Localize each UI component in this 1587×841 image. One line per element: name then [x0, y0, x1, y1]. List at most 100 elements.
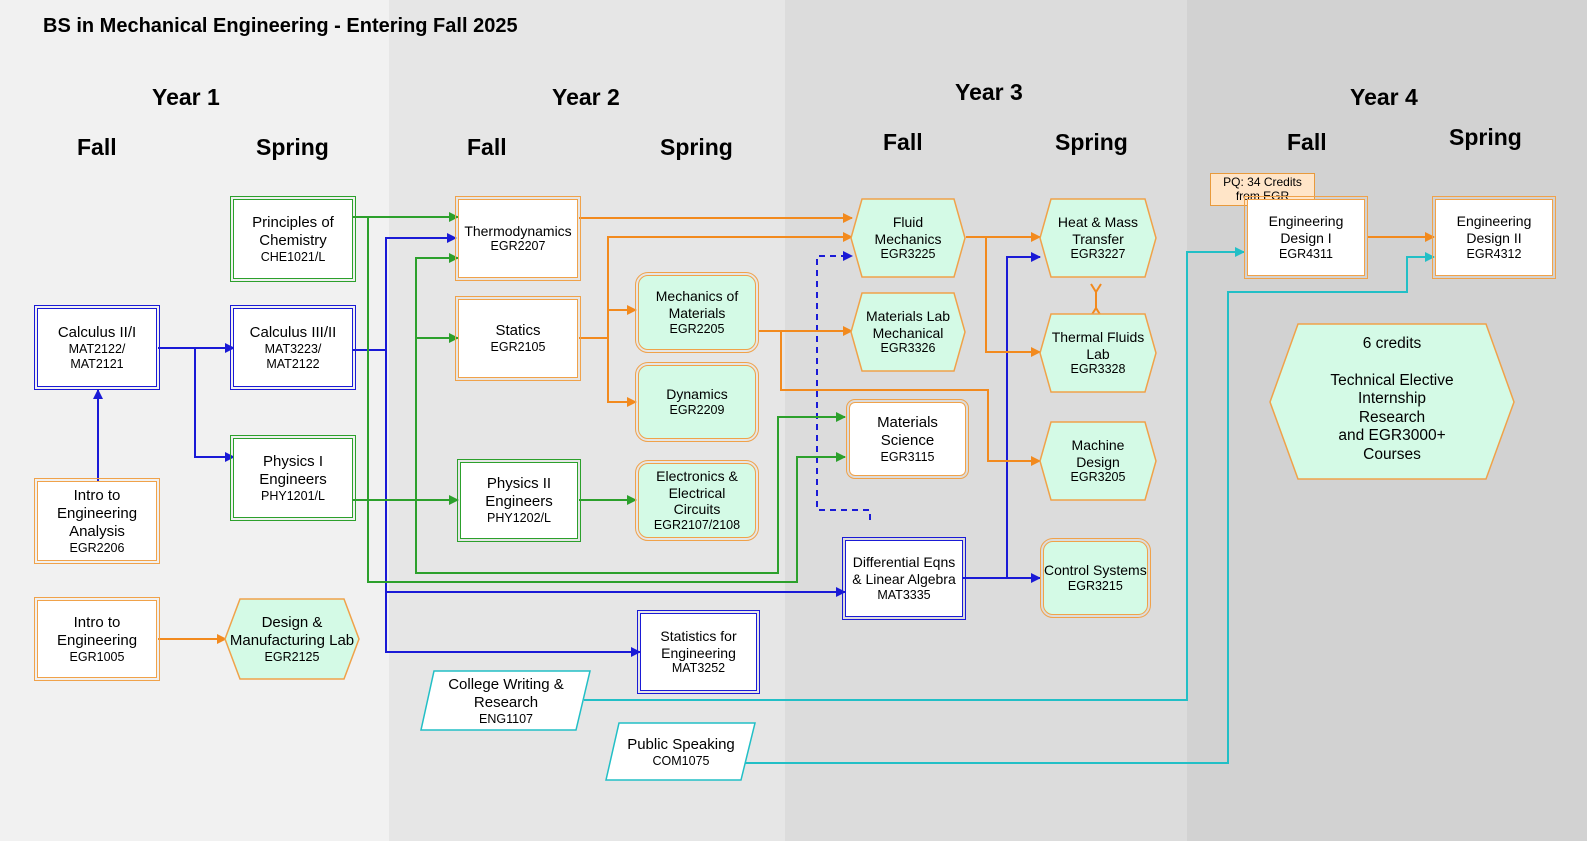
course-code: EGR3227 — [1070, 247, 1126, 262]
electives-list: Technical Elective Internship Research a… — [1330, 371, 1454, 463]
course-name: Dynamics — [666, 386, 728, 403]
electives-block: 6 credits Technical Elective Internship … — [1268, 323, 1516, 481]
course-control-systems[interactable]: Control Systems EGR3215 — [1040, 538, 1151, 618]
course-calculus-2[interactable]: Calculus II/I MAT2122/ MAT2121 — [34, 305, 160, 390]
course-code: EGR2105 — [490, 340, 546, 354]
course-public-speaking-shape — [605, 722, 756, 781]
arrow-calc3-diffeq — [385, 350, 846, 597]
arrow-statics-dynamics — [607, 338, 637, 407]
arrow-statics-fluids — [579, 232, 853, 339]
course-public-speaking[interactable]: Public Speaking COM1075 — [605, 722, 757, 782]
y1-fall-heading: Fall — [77, 134, 117, 160]
course-statics[interactable]: Statics EGR2105 — [455, 296, 581, 381]
course-name: Design & Manufacturing Lab — [229, 613, 355, 649]
course-name: Calculus III/II — [249, 323, 337, 341]
course-code: EGR3115 — [880, 449, 935, 464]
course-thermodynamics[interactable]: Thermodynamics EGR2207 — [455, 196, 581, 281]
course-thermal-fluids-lab[interactable]: Thermal Fluids Lab EGR3328 — [1039, 313, 1157, 393]
course-intro-engineering[interactable]: Intro to Engineering EGR1005 — [34, 597, 160, 681]
course-code: EGR2125 — [264, 649, 320, 664]
course-name: Statistics for Engineering — [660, 627, 737, 661]
course-name: Fluid Mechanics — [874, 213, 942, 247]
year1-heading: Year 1 — [152, 84, 220, 110]
course-name: Machine Design — [1071, 436, 1125, 470]
course-design-mfg-lab-shape — [224, 598, 360, 680]
course-name: Materials Lab Mechanical — [865, 307, 951, 341]
arrow-fluids-thermallab — [985, 237, 1041, 357]
course-code: EGR4311 — [1279, 246, 1333, 261]
course-name: Mechanics of Materials — [655, 288, 739, 321]
arrow-writing-design1 — [584, 247, 1245, 701]
course-name: Thermal Fluids Lab — [1051, 328, 1145, 362]
course-name: Principles of Chemistry — [252, 213, 334, 249]
course-name: Public Speaking — [627, 735, 735, 753]
course-code: ENG1107 — [479, 711, 533, 726]
course-code: PHY1202/L — [487, 511, 551, 525]
arrow-diffeq-heat — [1006, 252, 1041, 578]
course-code: PHY1201/L — [261, 488, 325, 503]
course-code: MAT3223/ MAT2122 — [264, 341, 322, 371]
course-physics-1[interactable]: Physics I Engineers PHY1201/L — [230, 435, 356, 521]
arrow-phys1-thermo — [415, 253, 459, 500]
course-machine-design[interactable]: Machine Design EGR3205 — [1039, 421, 1157, 501]
y4-fall-heading: Fall — [1287, 129, 1327, 155]
course-name: Intro to Engineering Analysis — [56, 486, 138, 540]
course-physics-2[interactable]: Physics II Engineers PHY1202/L — [457, 459, 581, 542]
y1-spring-heading: Spring — [256, 134, 329, 160]
course-code: EGR2205 — [669, 321, 725, 336]
course-dynamics[interactable]: Dynamics EGR2209 — [635, 362, 759, 442]
course-heat-mass-transfer[interactable]: Heat & Mass Transfer EGR3227 — [1039, 198, 1157, 278]
course-thermal-lab-shape — [1039, 313, 1157, 393]
course-engineering-design-2[interactable]: Engineering Design II EGR4312 — [1432, 196, 1556, 279]
arrow-speaking-design2 — [743, 252, 1435, 764]
course-code: EGR2207 — [490, 239, 546, 254]
course-machine-design-shape — [1039, 421, 1157, 501]
arrow-calc3-thermo — [353, 233, 457, 351]
arrow-calc3-statistics — [385, 592, 641, 657]
course-college-writing-shape — [420, 670, 591, 731]
course-intro-eng-analysis[interactable]: Intro to Engineering Analysis EGR2206 — [34, 478, 160, 564]
course-name: Materials Science — [877, 413, 938, 449]
course-code: COM1075 — [652, 753, 710, 768]
course-materials-science[interactable]: Materials Science EGR3115 — [846, 399, 969, 479]
pq-note-line2: from EGR — [1235, 188, 1290, 203]
electives-credits: 6 credits — [1362, 335, 1422, 352]
course-code: MAT3252 — [671, 661, 726, 676]
course-fluid-mechanics[interactable]: Fluid Mechanics EGR3225 — [850, 198, 966, 278]
course-code: EGR2107/2108 — [653, 518, 741, 533]
y2-spring-heading: Spring — [660, 134, 733, 160]
year3-heading: Year 3 — [955, 79, 1023, 105]
course-principles-chemistry[interactable]: Principles of Chemistry CHE1021/L — [230, 196, 356, 282]
course-name: Physics I Engineers — [259, 452, 327, 488]
arrow-phys1-matsci — [415, 412, 846, 574]
course-statistics[interactable]: Statistics for Engineering MAT3252 — [637, 610, 760, 694]
course-code: CHE1021/L — [260, 249, 326, 264]
arrow-mechmat-machine — [780, 331, 1041, 466]
y2-fall-heading: Fall — [467, 134, 507, 160]
course-calculus-3[interactable]: Calculus III/II MAT3223/ MAT2122 — [230, 305, 356, 390]
y4-spring-heading: Spring — [1449, 124, 1522, 150]
year2-heading: Year 2 — [552, 84, 620, 110]
y3-spring-heading: Spring — [1055, 129, 1128, 155]
y3-fall-heading: Fall — [883, 129, 923, 155]
course-code: MAT3335 — [877, 587, 931, 602]
course-code: EGR2206 — [69, 540, 125, 555]
course-name: Differential Eqns & Linear Algebra — [852, 554, 956, 587]
course-name: College Writing & Research — [448, 675, 564, 711]
course-materials-lab-shape — [850, 292, 966, 372]
course-mechanics-materials[interactable]: Mechanics of Materials EGR2205 — [635, 272, 759, 353]
arrow-chem-matsci — [367, 217, 846, 583]
course-differential-eqns[interactable]: Differential Eqns & Linear Algebra MAT33… — [842, 537, 966, 620]
course-name: Engineering Design II — [1456, 213, 1532, 246]
course-name: Heat & Mass Transfer — [1057, 213, 1139, 247]
course-college-writing[interactable]: College Writing & Research ENG1107 — [420, 670, 592, 732]
course-electronics-circuits[interactable]: Electronics & Electrical Circuits EGR210… — [635, 460, 759, 541]
course-code: EGR3205 — [1070, 470, 1126, 485]
course-materials-lab[interactable]: Materials Lab Mechanical EGR3326 — [850, 292, 966, 372]
course-design-mfg-lab[interactable]: Design & Manufacturing Lab EGR2125 — [224, 598, 360, 680]
course-name: Statics — [495, 322, 541, 339]
page-title: BS in Mechanical Engineering - Entering … — [43, 15, 518, 37]
course-name: Thermodynamics — [464, 222, 572, 239]
course-engineering-design-1[interactable]: Engineering Design I EGR4311 — [1244, 196, 1368, 279]
arrow-calc2-phys1 — [194, 348, 235, 462]
